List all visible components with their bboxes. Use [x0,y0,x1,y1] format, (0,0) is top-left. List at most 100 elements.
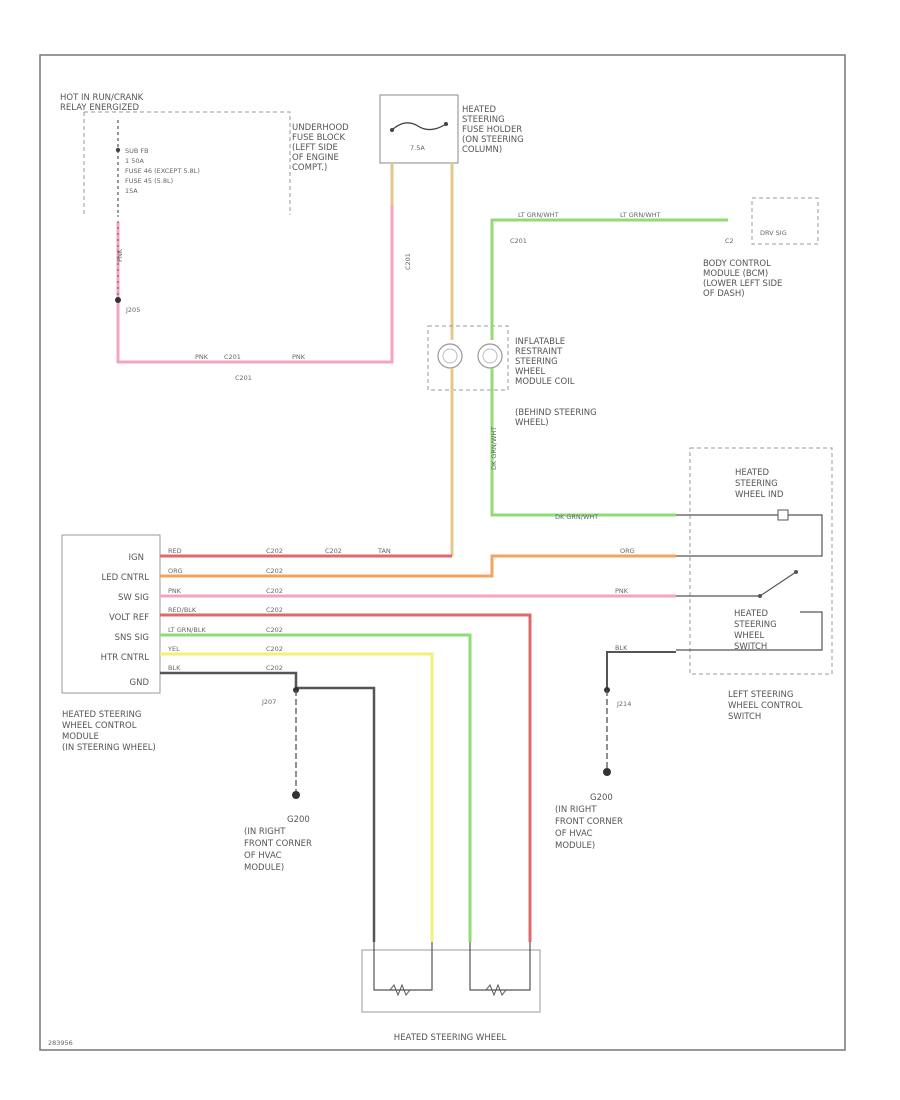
c202-pin-5: C202 [266,626,283,634]
led-wire-label: ORG [168,567,183,575]
c202-pin-2: C202 [266,567,283,575]
clockspring-coil-left [437,343,463,369]
heater-element-left [373,942,433,991]
switch-assembly-group: HEATED STEERING WHEEL IND HEATED STEERIN… [676,447,833,722]
bcm-label-3: (LOWER LEFT SIDE [703,279,782,289]
fuse-list-5: 15A [125,187,138,195]
fuse-holder-label-5: COLUMN) [462,145,502,155]
pink-wire-label-3: PNK [292,353,306,361]
heater-zigzag-right [485,983,507,997]
gnd-wire [160,671,376,942]
fuse-list-1: SUB FB [125,147,149,155]
module-pin-htr: HTR CNTRL [101,653,150,663]
fuse-list-2: 1 50A [125,157,144,165]
g-left-label-5: MODULE) [244,863,284,873]
ign-wire-label: RED [168,547,182,555]
ground-left-group: J207 G200 (IN RIGHT FRONT CORNER OF HVAC… [244,687,312,873]
switch-assy-label-1: LEFT STEERING [728,690,793,700]
fuse-list-4: FUSE 45 (5.8L) [125,177,173,185]
fuse-holder-pin-right [444,122,448,126]
g-left-label-3: FRONT CORNER [244,839,312,849]
c202-pin-1: C202 [266,547,283,555]
switch-label-2: STEERING [734,620,777,630]
g-right-label-4: OF HVAC [555,829,593,839]
fuse-block-label-1: UNDERHOOD [292,123,349,133]
switch-assembly-outline [689,447,833,675]
switch-assy-label-3: SWITCH [728,712,761,722]
clockspring-label-2: RESTRAINT [515,347,563,357]
module-pin-snssig: SNS SIG [115,633,149,643]
splice-j205-dot [115,297,121,303]
module-pin-led: LED CNTRL [102,573,150,583]
c201-bcm-label: C201 [510,237,527,245]
module-pin-swsig: SW SIG [118,593,149,603]
ground-right-wire [606,651,676,690]
fuse-block-outline [83,111,291,215]
clockspring-label-4: WHEEL [515,367,546,377]
clockspring-label-6: (BEHIND STEERING [515,408,597,418]
fuse-junction-dot [115,147,121,153]
fuse-holder-label-1: HEATED [462,105,496,115]
fuse-holder-label-4: (ON STEERING [462,135,524,145]
switch-assy-label-2: WHEEL CONTROL [728,701,803,711]
g-left-label-1: G200 [287,815,310,825]
clockspring-label-5: MODULE COIL [515,377,575,387]
module-pin-ign: IGN [129,553,144,563]
module-wires-group: RED TAN C202 ORG ORG PNK PNK RED/BLK LT … [160,547,676,942]
bcm-wire-label-1: LT GRN/WHT [518,211,559,219]
fuse-block-label-3: (LEFT SIDE [292,143,338,153]
clockspring-label-1: INFLATABLE [515,337,565,347]
led-wire-label-2: ORG [620,547,635,555]
pink-power-wire [116,205,394,364]
ground-right-wire-label: BLK [615,644,628,652]
g-right-label-1: G200 [590,793,613,803]
control-module-group: IGN LED CNTRL SW SIG VOLT REF SNS SIG HT… [61,534,161,753]
power-feed-group: HOT IN RUN/CRANK RELAY ENERGIZED SUB FB … [60,93,394,382]
module-label-3: MODULE [62,732,99,742]
ground-left-terminal [292,791,300,799]
green-bcm-wire [490,218,728,340]
clockspring-group: INFLATABLE RESTRAINT STEERING WHEEL MODU… [427,325,597,556]
clockspring-coil-right [477,343,503,369]
swsig-wire-label-2: PNK [615,587,629,595]
g-left-label-4: OF HVAC [244,851,282,861]
figure-code: 283956 [48,1039,73,1047]
bcm-box-label: DRV SIG [760,229,787,237]
indicator-lamp [777,509,789,521]
swsig-wire-label: PNK [168,587,182,595]
switch-contact-tip [794,570,798,574]
ign-wire-label-2: TAN [377,547,391,555]
switch-ind-label-1: HEATED [735,468,769,478]
clockspring-coil-left-inner [442,348,458,364]
heater-title: HEATED STEERING WHEEL [394,1033,507,1043]
switch-ind-label-3: WHEEL IND [735,490,784,500]
module-pin-gnd: GND [130,678,150,688]
bcm-label-2: MODULE (BCM) [703,269,768,279]
voltref-wire [160,613,532,942]
fuse-holder-label-2: STEERING [462,115,505,125]
fuse-holder-group: 7.5A HEATED STEERING FUSE HOLDER (ON STE… [379,94,524,340]
switch-ind-label-2: STEERING [735,479,778,489]
heater-group: HEATED STEERING WHEEL [361,942,541,1043]
fuse-list-3: FUSE 46 (EXCEPT 5.8L) [125,167,200,175]
htr-wire [160,652,434,942]
switch-label-1: HEATED [734,609,768,619]
switch-label-4: SWITCH [734,642,767,652]
fuse-holder-box [379,94,459,164]
heater-zigzag-left [389,983,411,997]
c201-bottom-label: C201 [235,374,252,382]
green-switch-wire [490,368,676,517]
bcm-group: LT GRN/WHT LT GRN/WHT C201 C2 DK GRN/WHT… [490,197,819,521]
switch-ind-wire-label: DK GRN/WHT [555,513,598,521]
switch-ind-lamp-circuit [676,514,823,557]
g-left-label-2: (IN RIGHT [244,827,286,837]
clockspring-outline [427,325,509,391]
splice-j207-label: J207 [261,698,276,706]
snssig-wire-label: LT GRN/BLK [168,626,206,634]
c201-connector-label: C201 [224,353,241,361]
module-label-2: WHEEL CONTROL [62,721,137,731]
switch-contact-pivot [758,594,762,598]
pink-wire-label: PNK [116,248,124,262]
